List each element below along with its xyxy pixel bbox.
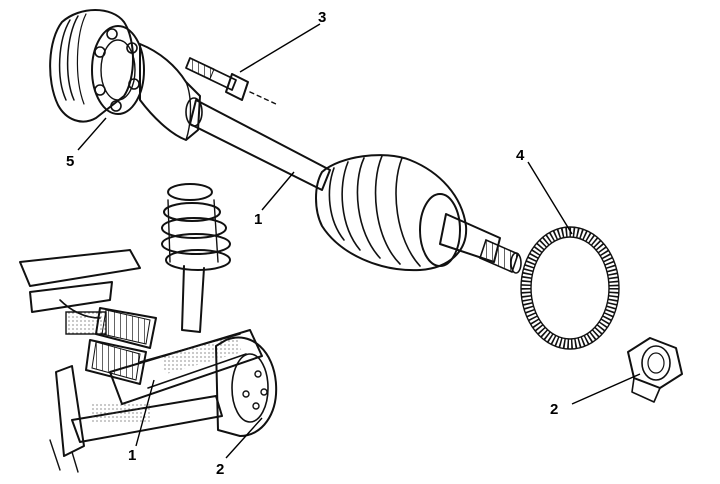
vehicle-suspension-assembly [19,183,278,473]
callout-2-nut-in-vehicle: 2 [216,461,224,478]
callout-3-bolt: 3 [318,9,326,26]
leader-line-2-nut [571,373,641,405]
outer-cv-boot [315,154,522,274]
leader-line-5 [77,117,107,151]
flange-bolt [185,57,277,105]
callout-2-hub-nut: 2 [550,401,558,418]
callout-4-tone-ring: 4 [516,147,525,164]
axle-shaft [185,97,331,191]
leader-line-2-vehicle [225,417,263,459]
leader-line-1-shaft [261,171,295,211]
callout-5-inner-flange: 5 [66,153,74,170]
coil-spring-strut [161,183,231,333]
leader-line-4 [527,161,573,235]
callout-1-axle-in-vehicle: 1 [128,447,136,464]
leader-line-1-vehicle [135,379,155,447]
hub-nut [627,337,683,403]
steering-rack-boots [85,307,157,385]
leader-line-3 [239,23,321,73]
callout-1-axle-shaft: 1 [254,211,262,228]
brake-rotor-hub [215,336,278,437]
abs-tone-ring [520,226,620,350]
leader-lines [77,23,641,459]
inner-cv-joint-flange [49,9,201,141]
